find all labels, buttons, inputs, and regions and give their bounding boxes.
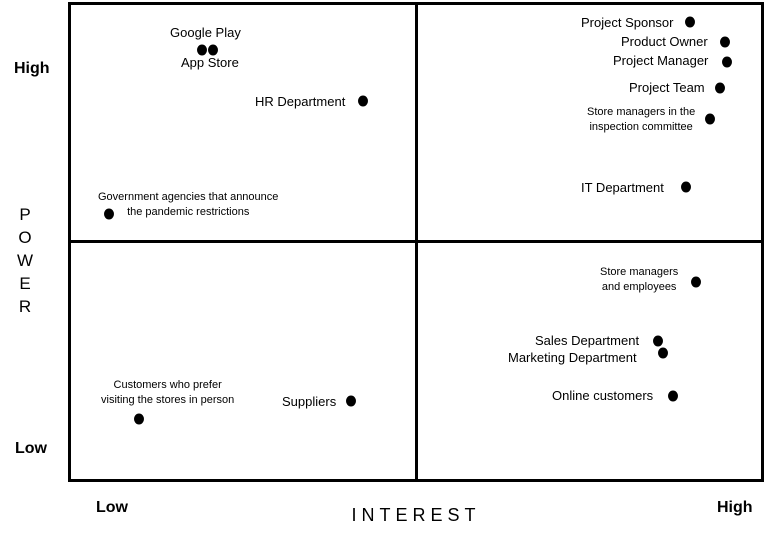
hr-department-label: HR Department (255, 94, 346, 109)
project-manager-dot (722, 56, 732, 68)
government-agencies-line2: the pandemic restrictions (127, 206, 250, 218)
project-team-label: Project Team (629, 80, 705, 95)
google-play-label: Google Play (170, 25, 241, 40)
power-letter: O (18, 228, 32, 247)
store-managers-employees-label: Store managers and employees (600, 265, 678, 295)
store-managers-line1: Store managers (600, 266, 679, 278)
marketing-department-dot (658, 347, 668, 359)
interest-high-label: High (717, 499, 753, 516)
power-low-label: Low (15, 440, 47, 457)
sales-department-dot (653, 335, 663, 347)
power-axis-label: P O W E R (17, 203, 33, 318)
power-letter: P (19, 205, 31, 224)
online-customers-dot (668, 390, 678, 402)
in-person-customers-dot (134, 413, 144, 425)
product-owner-dot (720, 36, 730, 48)
store-committee-line1: Store managers in the (587, 106, 696, 118)
government-agencies-line1: Government agencies that announce (98, 191, 279, 203)
power-letter: W (16, 251, 34, 270)
interest-low-label: Low (96, 499, 128, 516)
suppliers-label: Suppliers (282, 394, 337, 409)
google-play-dot (197, 44, 207, 56)
online-customers-label: Online customers (552, 388, 654, 403)
government-agencies-dot (104, 208, 114, 220)
store-committee-label: Store managers in the inspection committ… (587, 105, 695, 135)
project-sponsor-dot (685, 16, 695, 28)
suppliers-dot (346, 395, 356, 407)
in-person-customers-line1: Customers who prefer (113, 379, 222, 391)
in-person-customers-label: Customers who prefer visiting the stores… (101, 378, 234, 408)
power-letter: E (19, 274, 31, 293)
project-manager-label: Project Manager (613, 53, 709, 68)
product-owner-label: Product Owner (621, 34, 708, 49)
store-committee-dot (705, 113, 715, 125)
power-letter: R (18, 297, 32, 316)
app-store-dot (208, 44, 218, 56)
government-agencies-label: Government agencies that announce the pa… (98, 190, 278, 220)
in-person-customers-line2: visiting the stores in person (101, 394, 235, 406)
app-store-label: App Store (181, 55, 239, 70)
store-managers-employees-dot (691, 276, 701, 288)
store-managers-line2: and employees (601, 281, 677, 293)
sales-department-label: Sales Department (535, 333, 640, 348)
it-department-dot (681, 181, 691, 193)
power-high-label: High (14, 60, 50, 77)
it-department-label: IT Department (581, 180, 664, 195)
project-team-dot (715, 82, 725, 94)
matrix-horizontal-divider (68, 240, 764, 243)
hr-department-dot (358, 95, 368, 107)
project-sponsor-label: Project Sponsor (581, 15, 674, 30)
marketing-department-label: Marketing Department (508, 350, 637, 365)
store-committee-line2: inspection committee (589, 121, 693, 133)
interest-axis-label: INTEREST (351, 505, 481, 525)
